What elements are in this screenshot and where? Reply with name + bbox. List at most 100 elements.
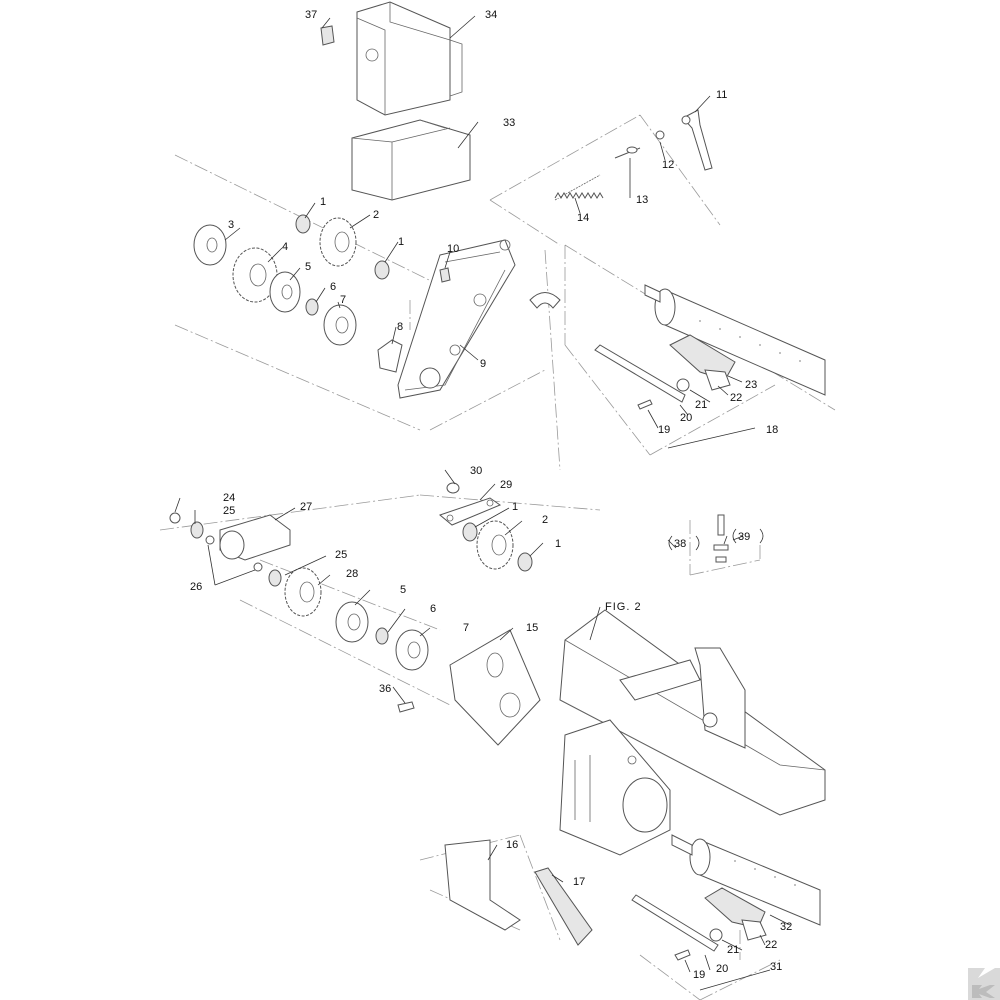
leader-lines [174,15,791,991]
callout-29: 29 [500,479,512,491]
figure-label: FIG. 2 [605,601,642,613]
part-22-key-lower [741,919,767,941]
part-29-link [438,497,502,526]
part-16-plate [444,839,521,931]
part-6-bearing-lower [375,627,389,645]
brand-k-icon [968,968,1000,1000]
callout-7-lower: 7 [463,622,469,634]
part-30-pin [446,482,460,494]
callout-2-upper: 2 [373,209,379,221]
callout-32: 32 [780,921,792,933]
part-21-bushing-lower [709,928,723,942]
callout-3: 3 [228,219,234,231]
callout-18: 18 [766,424,778,436]
callout-23: 23 [745,379,757,391]
callout-31: 31 [770,961,782,973]
callout-30: 30 [470,465,482,477]
callout-6-lower: 6 [430,603,436,615]
part-19-bolt-lower [674,949,691,961]
part-13-eyebolt [614,146,641,159]
part-11-handle [681,109,713,171]
callout-17: 17 [573,876,585,888]
part-2-gear-lower [476,520,514,570]
callout-16: 16 [506,839,518,851]
part-24-ring [169,512,181,524]
callout-6-upper: 6 [330,281,336,293]
part-21-bushing [676,378,690,392]
part-6-bearing [305,298,319,316]
callout-13: 13 [636,194,648,206]
part-38-39-fastener-set [713,514,729,563]
callout-12: 12 [662,159,674,171]
part-1-bearing-lower [462,522,533,572]
callout-26: 26 [190,581,202,593]
callout-labels: 37 34 33 11 12 13 14 1 2 3 1 10 4 5 6 7 … [190,9,792,981]
callout-39: 39 [738,531,750,543]
part-26-ring [205,535,263,572]
part-27-shaft-housing [219,514,291,561]
callout-8: 8 [397,321,403,333]
callout-37: 37 [305,9,317,21]
part-1-bearing [295,214,390,280]
part-7-flange-lower [395,629,429,671]
callout-25-a: 25 [223,505,235,517]
part-7-flange [323,304,357,346]
callout-4: 4 [282,241,288,253]
callout-19-lower: 19 [693,969,705,981]
part-19-bolt [637,399,653,410]
part-3-flange [193,224,227,266]
part-9-arm [397,239,516,399]
part-14-spring [554,174,604,201]
bracket-38-39 [668,528,764,551]
callout-1-lower-b: 1 [555,538,561,550]
part-15-plate [449,629,541,746]
callout-36: 36 [379,683,391,695]
part-10-nut [439,267,451,283]
callout-5-upper: 5 [305,261,311,273]
part-33-guard-plate [351,119,471,201]
callout-1-lower-a: 1 [512,501,518,513]
callout-21-lower: 21 [727,944,739,956]
callout-24: 24 [223,492,235,504]
callout-28: 28 [346,568,358,580]
callout-15: 15 [526,622,538,634]
part-37-clip [320,25,335,46]
callout-11: 11 [716,89,727,101]
upper-roller [644,284,826,396]
callout-22-lower: 22 [765,939,777,951]
part-36-bolt [397,701,415,713]
part-12-washer [655,130,665,140]
callout-25-b: 25 [335,549,347,561]
part-20-rail [594,344,686,403]
main-frame [559,609,826,856]
part-22-key [704,369,731,391]
callout-7-upper: 7 [340,294,346,306]
callout-33: 33 [503,117,515,129]
callout-5-lower: 5 [400,584,406,596]
part-2-gear [319,217,357,267]
callout-38: 38 [674,538,686,550]
callout-1-upper-a: 1 [320,196,326,208]
clamp-clip [529,292,561,309]
part-8-bracket [377,339,403,373]
part-23-block [669,334,736,381]
part-28-gear [284,567,322,617]
callout-14: 14 [577,212,589,224]
part-25-bearing [190,521,282,587]
callout-27: 27 [300,501,312,513]
callout-20-lower: 20 [716,963,728,975]
part-32-block [704,887,766,929]
callout-19-upper: 19 [658,424,670,436]
callout-2-lower: 2 [542,514,548,526]
callout-21-upper: 21 [695,399,707,411]
part-34-guard-plate [356,1,463,116]
part-5-flange-lower [335,601,369,643]
part-20-rail-lower [631,894,719,952]
lower-roller [671,834,821,926]
callout-1-upper-b: 1 [398,236,404,248]
callout-9: 9 [480,358,486,370]
part-17-wedge [534,867,593,946]
callout-10: 10 [447,243,459,255]
callout-34: 34 [485,9,497,21]
